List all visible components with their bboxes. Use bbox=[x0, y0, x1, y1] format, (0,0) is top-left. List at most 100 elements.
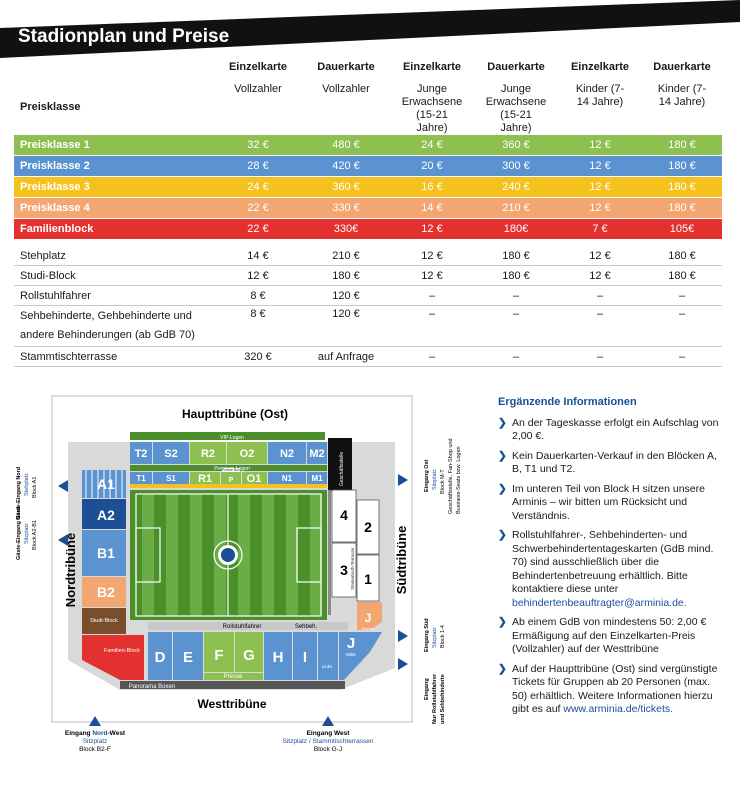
block-e[interactable] bbox=[173, 632, 203, 680]
entrance-arrow-ost bbox=[398, 474, 408, 486]
info-panel: Ergänzende Informationen ❯An der Tageska… bbox=[498, 396, 723, 723]
info-item: ❯Ab einem GdB von mindestens 50: 2,00 € … bbox=[498, 616, 723, 657]
stammtischterrasse-label: Stammtisch-Terrasse bbox=[350, 547, 355, 590]
entrance-arrow-rollstuhl bbox=[398, 658, 408, 670]
price-row: Sehbehinderte, Gehbehinderte und andere … bbox=[14, 305, 722, 347]
chevron-right-icon: ❯ bbox=[498, 662, 507, 675]
price-cell: 300 € bbox=[474, 155, 558, 177]
price-cell: 360 € bbox=[302, 176, 390, 198]
info-list: ❯An der Tageskasse erfolgt ein Aufschlag… bbox=[498, 417, 723, 717]
block-j-rechts[interactable] bbox=[357, 602, 382, 630]
block-m-t-label: Block M-T bbox=[440, 469, 446, 494]
block-n2[interactable] bbox=[268, 442, 306, 464]
block-label: R2 bbox=[201, 448, 215, 460]
price-cell: auf Anfrage bbox=[302, 346, 390, 367]
info-link[interactable]: www.arminia.de/tickets. bbox=[563, 703, 674, 715]
price-cell: 180 € bbox=[302, 265, 390, 286]
entrance-arrow-nordwest bbox=[89, 716, 101, 726]
block-b2-f-label: Block B2-F bbox=[79, 746, 111, 753]
price-cell: 330 € bbox=[302, 197, 390, 219]
block-label: E bbox=[183, 649, 193, 666]
price-cell: – bbox=[474, 305, 558, 347]
block-g-j-label: Block G-J bbox=[314, 746, 342, 753]
block-t2[interactable] bbox=[130, 442, 152, 464]
eingang-sued-label: Eingang Süd bbox=[424, 618, 430, 652]
chevron-right-icon: ❯ bbox=[498, 449, 507, 462]
info-text: Rollstuhlfahrer-, Sehbehinderten- und Sc… bbox=[512, 529, 714, 595]
presse-box bbox=[222, 468, 240, 472]
block-m1[interactable] bbox=[307, 472, 327, 484]
price-cell: 240 € bbox=[474, 176, 558, 198]
chevron-right-icon: ❯ bbox=[498, 616, 507, 628]
familien-block[interactable] bbox=[82, 635, 144, 680]
block-g[interactable] bbox=[235, 632, 263, 672]
block-b1[interactable] bbox=[82, 530, 126, 576]
block-j-mitte[interactable] bbox=[339, 632, 382, 680]
panorama-boxen-label: Panorama Boxen bbox=[129, 684, 175, 690]
rollstuhl-strip bbox=[148, 622, 348, 630]
info-text: Auf der Haupttribüne (Ost) sind vergünst… bbox=[512, 662, 718, 716]
header-cell: Vollzahler bbox=[322, 83, 370, 95]
info-link[interactable]: behindertenbeauftragter@arminia.de. bbox=[512, 596, 687, 609]
block-3[interactable] bbox=[331, 542, 357, 598]
block-label: N2 bbox=[280, 448, 294, 460]
price-cell: 22 € bbox=[214, 218, 302, 240]
block-j-links[interactable] bbox=[318, 632, 338, 680]
block-s1[interactable] bbox=[153, 472, 189, 484]
price-cell: 32 € bbox=[214, 135, 302, 156]
block-b2[interactable] bbox=[82, 577, 126, 607]
block-m2[interactable] bbox=[307, 442, 327, 464]
info-item: ❯ Auf der Haupttribüne (Ost) sind vergüns… bbox=[498, 663, 723, 717]
rechts-label: Rechts bbox=[362, 626, 374, 631]
block-4[interactable] bbox=[331, 489, 357, 543]
block-f[interactable] bbox=[204, 632, 234, 672]
row-label: Familienblock bbox=[14, 218, 214, 240]
block-1-4-label: Block 1-4 bbox=[440, 625, 446, 648]
price-cell: – bbox=[390, 285, 474, 306]
familien-block-label: Familien-Block bbox=[104, 648, 140, 654]
price-cell: – bbox=[558, 346, 642, 367]
block-p[interactable] bbox=[221, 472, 241, 484]
block-n1[interactable] bbox=[268, 472, 306, 484]
block-label: N1 bbox=[282, 474, 293, 483]
block-h[interactable] bbox=[264, 632, 292, 680]
price-cell: 14 € bbox=[214, 246, 302, 266]
sitzplatz-ost-label: Sitzplatz bbox=[432, 469, 438, 490]
block-label: O1 bbox=[247, 473, 262, 485]
presse-area bbox=[204, 673, 263, 680]
studi-block[interactable] bbox=[82, 608, 126, 634]
block-o1[interactable] bbox=[242, 472, 267, 484]
price-cell: – bbox=[390, 305, 474, 347]
block-t1[interactable] bbox=[130, 472, 152, 484]
price-cell: 8 € bbox=[214, 285, 302, 306]
price-cell: – bbox=[474, 285, 558, 306]
chevron-right-icon: ❯ bbox=[498, 529, 507, 541]
block-r1[interactable] bbox=[190, 472, 220, 484]
block-label: J bbox=[365, 611, 372, 625]
block-r2[interactable] bbox=[190, 442, 226, 464]
block-label: 1 bbox=[364, 571, 372, 587]
price-cell: 180 € bbox=[642, 265, 722, 286]
price-cell: 180 € bbox=[642, 246, 722, 266]
header-cell: Einzelkarte bbox=[228, 61, 288, 73]
block-i[interactable] bbox=[293, 632, 317, 680]
row-label: Stammtischterrasse bbox=[14, 346, 214, 367]
price-cell: 28 € bbox=[214, 155, 302, 177]
block-a2[interactable] bbox=[82, 499, 126, 529]
geschaeftsstelle-fanshop-label: Geschäftsstelle, Fan-Shop und bbox=[448, 438, 454, 514]
block-d[interactable] bbox=[148, 632, 172, 680]
price-cell: 180 € bbox=[474, 265, 558, 286]
price-cell: 12 € bbox=[214, 265, 302, 286]
table-header-bottom: Preisklasse Vollzahler Vollzahler Junge … bbox=[14, 79, 722, 135]
block-1[interactable] bbox=[356, 554, 380, 602]
stehplatz-label: Stehplatz bbox=[24, 473, 30, 496]
block-s2[interactable] bbox=[153, 442, 189, 464]
price-cell: – bbox=[558, 305, 642, 347]
block-o2[interactable] bbox=[227, 442, 267, 464]
block-2[interactable] bbox=[356, 499, 380, 555]
east-yellow-strip bbox=[130, 484, 327, 488]
